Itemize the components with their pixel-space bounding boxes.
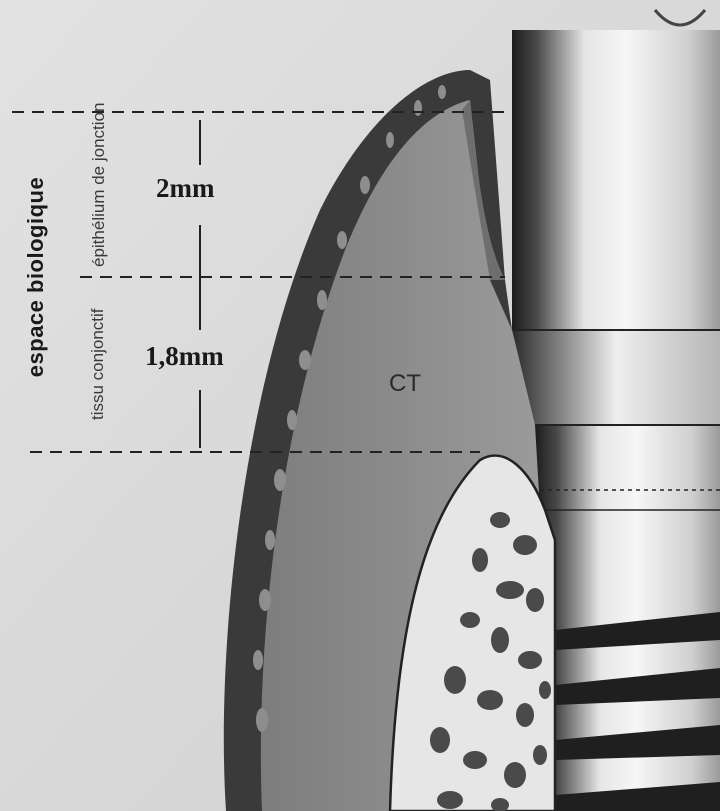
label-connective-tissue: tissu conjonctif (87, 310, 131, 420)
ct-label: CT (389, 370, 421, 398)
label-junctional-epithelium: épithélium de jonction (88, 127, 132, 267)
dimension-label-2mm: 2mm (156, 173, 214, 204)
diagram-title: espace biologique (23, 167, 53, 387)
implant-collar (512, 330, 720, 425)
dimension-label-1-8mm: 1,8mm (145, 341, 224, 372)
implant-abutment (512, 30, 720, 330)
